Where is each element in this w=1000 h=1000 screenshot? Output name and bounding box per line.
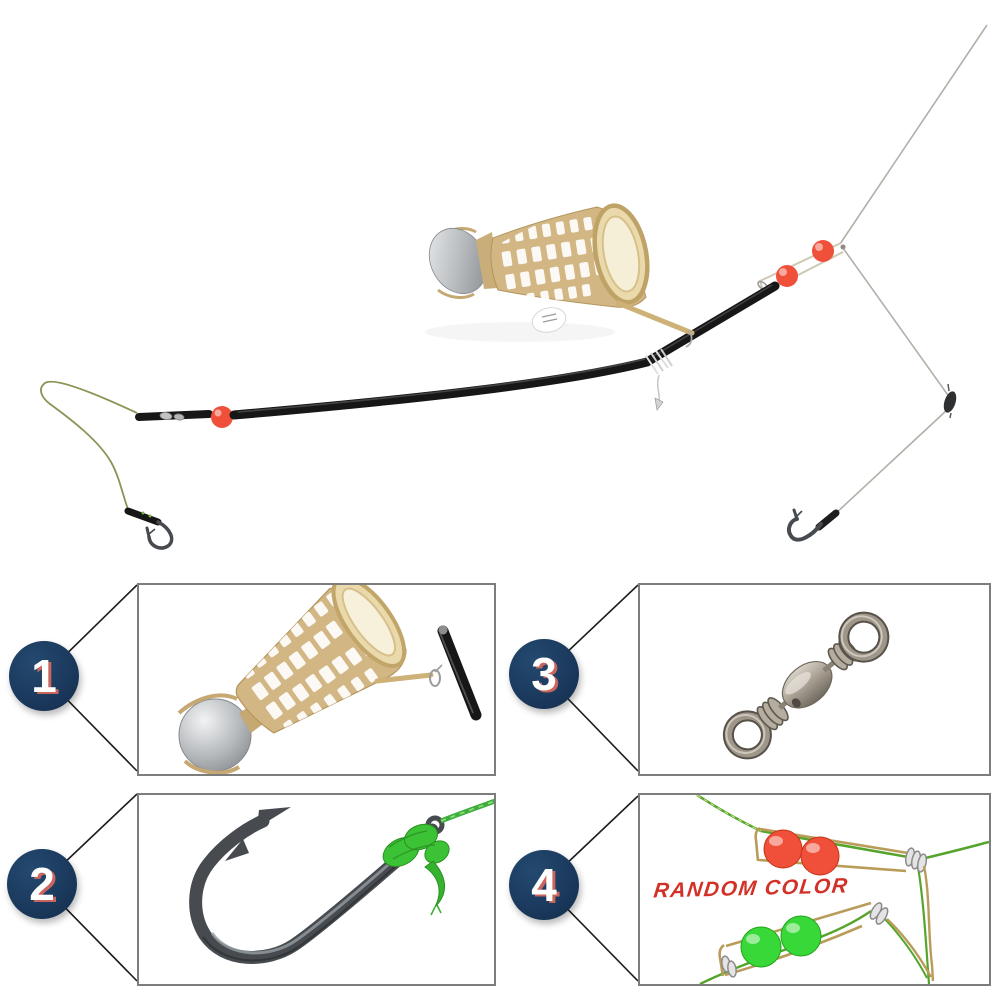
badge-4: 4 xyxy=(509,850,579,920)
weight-sticker xyxy=(531,307,567,333)
swivel-loop-top xyxy=(838,611,890,663)
hooklink-left xyxy=(40,380,174,550)
badge-2: 2 xyxy=(7,849,77,919)
anti-tangle-boom xyxy=(135,281,780,428)
feeder-arm xyxy=(374,672,434,684)
lead-weight xyxy=(178,698,252,772)
main-line xyxy=(833,24,988,516)
bead-clip xyxy=(757,240,846,293)
swivel-detail-photo xyxy=(722,611,890,760)
panel-hook-detail xyxy=(137,793,496,986)
badge-2-number: 2 xyxy=(29,858,55,910)
boom-rod xyxy=(437,625,482,721)
swivel-loop-bottom xyxy=(722,710,772,760)
braided-line-knot xyxy=(382,798,494,916)
feeder xyxy=(425,203,695,348)
fishing-hook xyxy=(189,807,439,964)
beads-red xyxy=(763,829,840,876)
snelled-hook-left xyxy=(124,507,174,550)
snelled-hook-right xyxy=(786,508,840,542)
bead-stops-photo xyxy=(696,795,989,984)
hook-detail-photo xyxy=(189,798,494,964)
hook-point xyxy=(257,807,291,828)
beads-green xyxy=(740,915,822,968)
feeder-cage xyxy=(235,585,407,735)
stop-bead-red xyxy=(211,406,233,428)
badge-1: 1 xyxy=(9,641,79,711)
panel-swivel-detail xyxy=(638,583,991,776)
coil-wrap xyxy=(645,348,673,411)
feeder-arm xyxy=(615,300,695,336)
panel-feeder-detail xyxy=(137,583,496,776)
badge-1-number: 1 xyxy=(31,650,57,702)
panel-bead-stops-detail: RANDOM COLOR xyxy=(638,793,991,986)
stop-bead-red xyxy=(776,240,834,287)
arm-clip xyxy=(685,330,693,348)
badge-3: 3 xyxy=(509,639,579,709)
rig-photo xyxy=(40,24,988,550)
dropper-swivel xyxy=(943,383,957,419)
barrel-swivel xyxy=(722,611,890,760)
feeder-detail-photo xyxy=(177,585,482,774)
hook-barb xyxy=(225,839,249,861)
arm-clip xyxy=(429,669,441,687)
badge-3-number: 3 xyxy=(531,648,557,700)
badge-4-number: 4 xyxy=(531,859,557,911)
